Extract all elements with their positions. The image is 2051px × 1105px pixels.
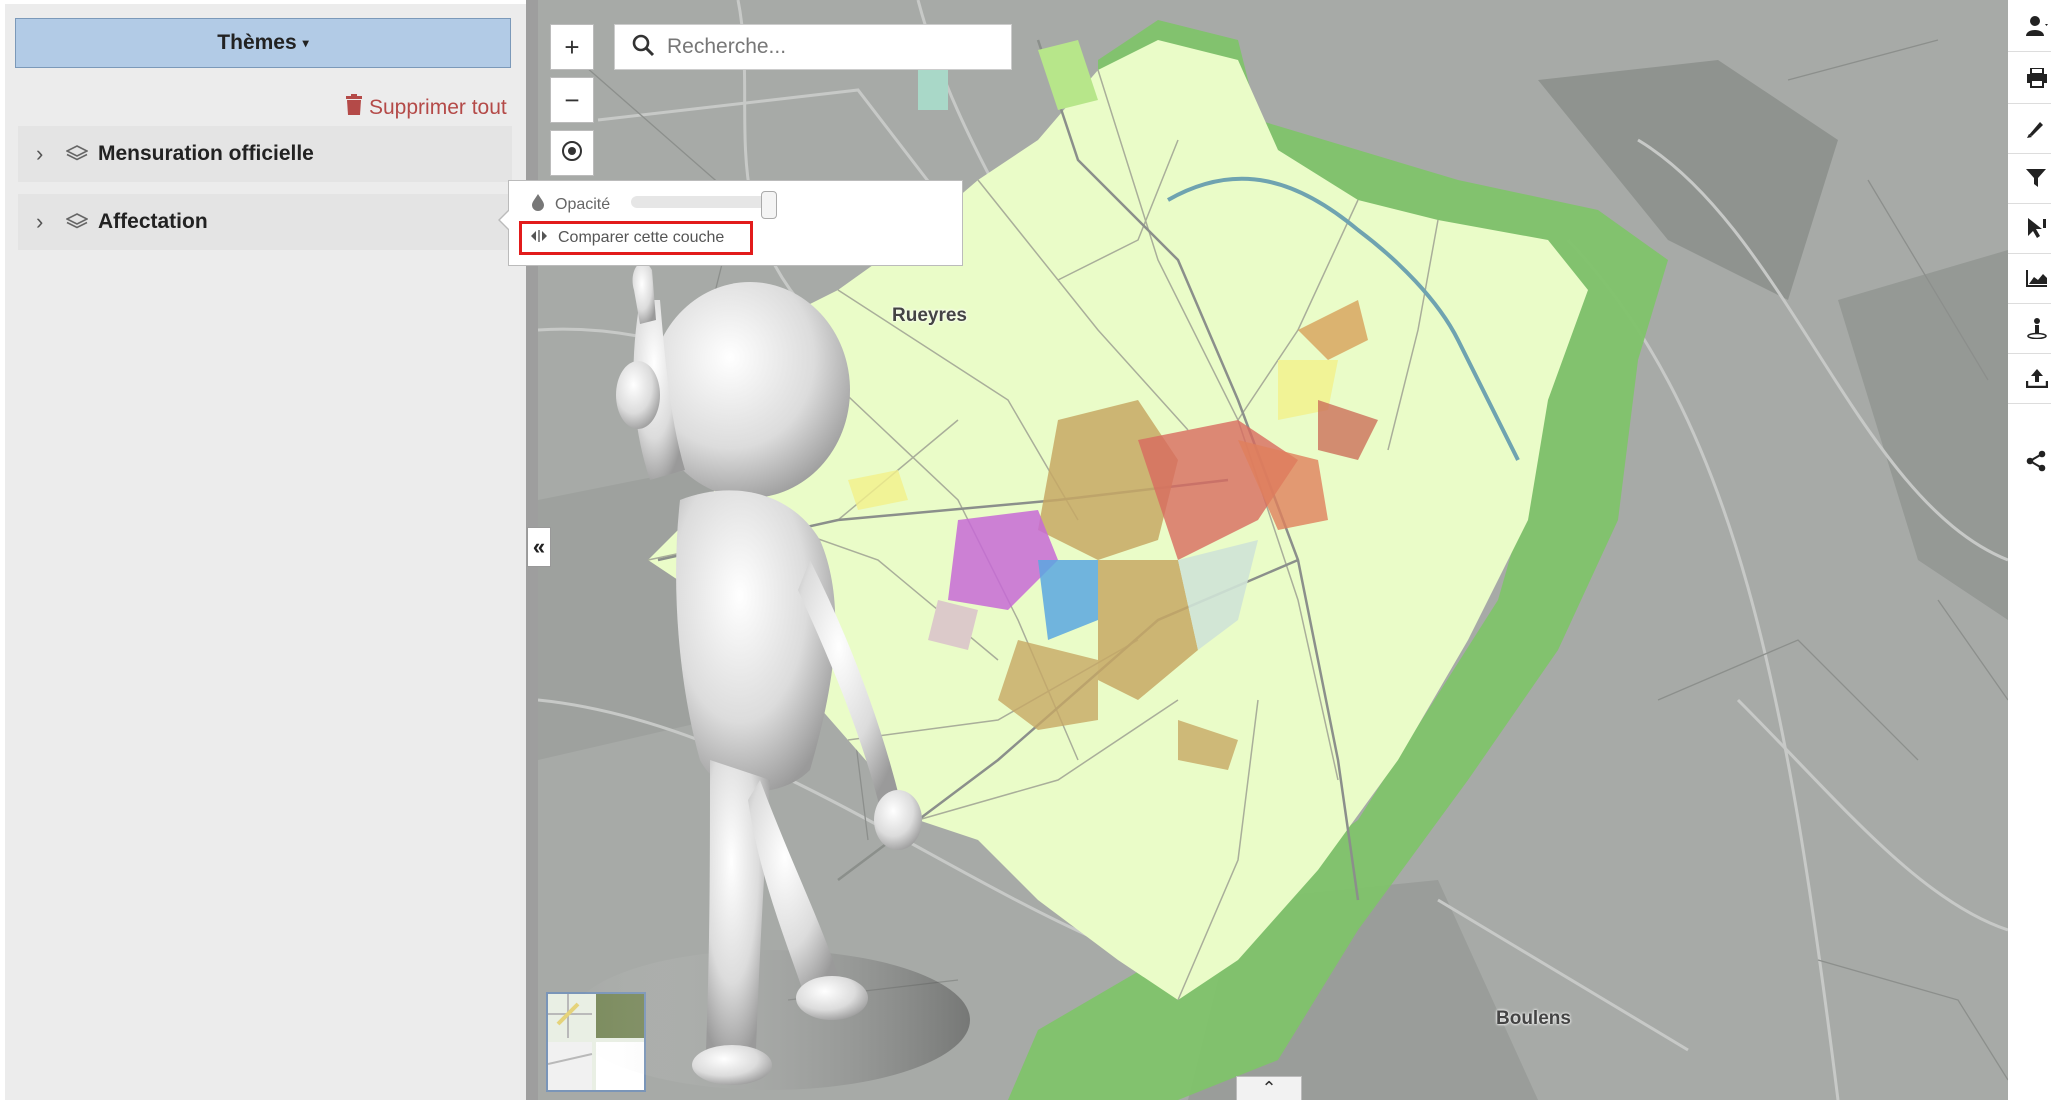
layers-icon	[66, 145, 88, 163]
print-icon	[2026, 67, 2048, 93]
zoom-in-button[interactable]: +	[550, 24, 594, 70]
double-chevron-up-icon: ⌃	[1261, 1078, 1277, 1098]
location-button[interactable]	[2008, 308, 2051, 354]
bottom-panel-toggle[interactable]: ⌃	[1236, 1076, 1302, 1100]
layer-panel	[5, 4, 526, 1100]
search-icon	[631, 33, 655, 62]
elevation-profile-button[interactable]	[2008, 258, 2051, 304]
layers-icon	[66, 213, 88, 231]
chevron-right-icon[interactable]: ›	[36, 141, 44, 166]
share-icon	[2026, 450, 2046, 477]
draw-button[interactable]	[2008, 108, 2051, 154]
pointing-figure-illustration	[560, 260, 980, 1105]
map-label-boulens: Boulens	[1496, 1008, 1571, 1029]
location-pin-icon	[2026, 317, 2048, 344]
layer-label: Affectation	[98, 210, 208, 233]
draw-icon	[2026, 118, 2046, 143]
compare-layer-label: Comparer cette couche	[558, 229, 725, 246]
right-toolbar	[2008, 0, 2051, 1100]
compare-layer-button[interactable]: Comparer cette couche	[519, 221, 753, 255]
identify-icon	[2026, 217, 2048, 244]
user-button[interactable]	[2008, 6, 2051, 52]
zoom-out-button[interactable]: −	[550, 77, 594, 123]
themes-button[interactable]: Thèmes ▾	[15, 18, 511, 68]
layer-row-affectation[interactable]: › Affectation	[18, 194, 512, 250]
chevron-right-icon[interactable]: ›	[36, 209, 44, 234]
user-icon	[2026, 15, 2050, 42]
opacity-label: Opacité	[555, 195, 611, 213]
opacity-slider-handle[interactable]	[761, 191, 777, 219]
identify-button[interactable]	[2008, 208, 2051, 254]
layer-options-popup: Opacité Comparer cette couche	[498, 180, 963, 266]
caret-down-icon: ▾	[302, 36, 309, 50]
opacity-slider-track[interactable]	[631, 196, 775, 208]
double-chevron-left-icon: «	[532, 534, 546, 559]
zoom-in-label: +	[564, 31, 580, 62]
delete-all-button[interactable]: Supprimer tout	[345, 94, 507, 122]
collapse-panel-button[interactable]: «	[527, 527, 551, 567]
search-box[interactable]	[614, 24, 1012, 70]
elevation-profile-icon	[2026, 269, 2048, 292]
share-button[interactable]	[2008, 440, 2051, 486]
zoom-out-label: −	[564, 84, 580, 115]
trash-icon	[345, 94, 363, 122]
upload-icon	[2025, 368, 2049, 393]
search-input[interactable]	[665, 34, 989, 60]
compare-icon	[530, 229, 548, 247]
upload-button[interactable]	[2008, 358, 2051, 404]
filter-icon	[2026, 168, 2046, 193]
print-button[interactable]	[2008, 58, 2051, 104]
opacity-row: Opacité	[531, 193, 610, 216]
layer-row-mensuration[interactable]: › Mensuration officielle	[18, 126, 512, 182]
filter-button[interactable]	[2008, 158, 2051, 204]
opacity-drop-icon	[531, 193, 545, 216]
map-label-rueyres: Rueyres	[892, 305, 967, 326]
layer-label: Mensuration officielle	[98, 142, 314, 165]
themes-label: Thèmes	[217, 31, 297, 54]
locate-icon	[561, 138, 583, 169]
delete-all-label: Supprimer tout	[369, 96, 507, 119]
locate-button[interactable]	[550, 130, 594, 176]
